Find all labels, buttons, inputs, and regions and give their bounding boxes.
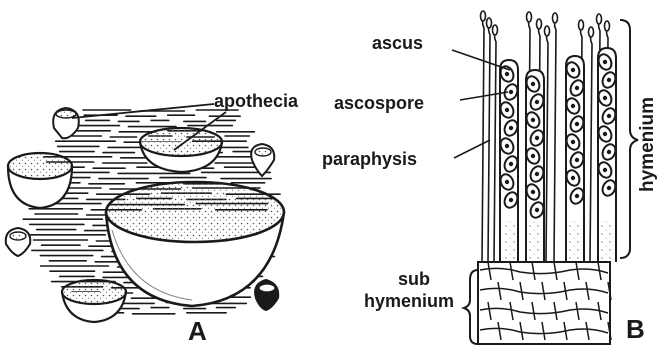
paraphysis-tip bbox=[589, 27, 594, 37]
label-apothecia: apothecia bbox=[214, 92, 298, 110]
ascospore-nucleus bbox=[535, 100, 539, 104]
ascospore-nucleus bbox=[531, 190, 535, 194]
small-apothecium-right bbox=[251, 144, 274, 176]
asci bbox=[498, 48, 618, 262]
label-hymenium: hymenium bbox=[638, 97, 657, 192]
paraphysis-tip bbox=[545, 26, 550, 36]
ascus-base bbox=[568, 220, 582, 260]
label-subhymenium-line2: hymenium bbox=[364, 292, 454, 310]
ascospore-nucleus bbox=[531, 118, 535, 122]
label-subhymenium-line1: sub bbox=[398, 270, 430, 288]
ascus-base bbox=[528, 220, 542, 260]
ascospore-nucleus bbox=[575, 194, 579, 198]
ascospore-nucleus bbox=[505, 108, 509, 112]
ascospore-nucleus bbox=[531, 82, 535, 86]
ascus bbox=[524, 70, 546, 262]
paraphysis-tip bbox=[481, 11, 486, 21]
ascospore-nucleus bbox=[509, 198, 513, 202]
ascus bbox=[564, 56, 586, 262]
ascospore-nucleus bbox=[607, 114, 611, 118]
ascospore-nucleus bbox=[571, 176, 575, 180]
ascospore-nucleus bbox=[575, 158, 579, 162]
label-ascospore: ascospore bbox=[334, 94, 424, 112]
small-apothecium-top-left bbox=[53, 108, 79, 138]
ascospore-nucleus bbox=[575, 86, 579, 90]
paraphysis-tip bbox=[487, 18, 492, 28]
ascus bbox=[498, 60, 520, 262]
label-paraphysis: paraphysis bbox=[322, 150, 417, 168]
panel-b-hymenium-section bbox=[452, 11, 638, 344]
ascospore-nucleus bbox=[603, 96, 607, 100]
apothecium-left-cup bbox=[8, 153, 72, 208]
paraphysis-tip bbox=[553, 13, 558, 23]
ascospore-nucleus bbox=[607, 78, 611, 82]
ascospore-nucleus bbox=[571, 140, 575, 144]
panel-a-fungus-cups bbox=[6, 104, 284, 322]
ascospore-nucleus bbox=[505, 144, 509, 148]
ascospore-nucleus bbox=[535, 136, 539, 140]
ascus bbox=[596, 48, 618, 262]
ascospore-nucleus bbox=[505, 72, 509, 76]
paraphysis-filament bbox=[554, 16, 556, 262]
ascospore-nucleus bbox=[571, 104, 575, 108]
ascus-base bbox=[502, 220, 516, 260]
ascospore-nucleus bbox=[505, 180, 509, 184]
ascospore-nucleus bbox=[603, 168, 607, 172]
ascospore-nucleus bbox=[509, 126, 513, 130]
small-apothecium-bottom-right bbox=[255, 280, 278, 310]
ascospore-nucleus bbox=[607, 186, 611, 190]
subhymenium-bracket bbox=[464, 270, 478, 344]
ascospore-nucleus bbox=[509, 162, 513, 166]
small-apothecium-bottom-left bbox=[6, 228, 31, 256]
paraphysis-tip bbox=[597, 14, 602, 24]
panel-letter-a: A bbox=[188, 318, 207, 344]
ascospore-nucleus bbox=[575, 122, 579, 126]
ascospore-nucleus bbox=[535, 208, 539, 212]
hymenium-bracket bbox=[620, 20, 638, 258]
paraphysis-tip bbox=[537, 19, 542, 29]
paraphysis-tip bbox=[527, 12, 532, 22]
ascospore-nucleus bbox=[509, 90, 513, 94]
panel-letter-b: B bbox=[626, 316, 645, 342]
paraphysis-filament bbox=[482, 14, 484, 262]
paraphysis-filament bbox=[546, 29, 548, 262]
subhymenium-tissue bbox=[478, 262, 611, 344]
apothecium-bottom-cup bbox=[62, 280, 126, 322]
ascospore-nucleus bbox=[531, 154, 535, 158]
paraphysis-tip bbox=[605, 21, 610, 31]
paraphysis-tip bbox=[493, 25, 498, 35]
ascus-base bbox=[600, 220, 614, 260]
ascospore-nucleus bbox=[607, 150, 611, 154]
paraphysis-filament bbox=[590, 30, 592, 262]
paraphysis-filament bbox=[494, 28, 496, 262]
ascospore-nucleus bbox=[571, 68, 575, 72]
ascospore-nucleus bbox=[603, 132, 607, 136]
apothecium-top-middle-cup bbox=[140, 128, 222, 172]
label-ascus: ascus bbox=[372, 34, 423, 52]
ascospore-nucleus bbox=[603, 60, 607, 64]
paraphysis-tip bbox=[579, 20, 584, 30]
ascospore-nucleus bbox=[535, 172, 539, 176]
